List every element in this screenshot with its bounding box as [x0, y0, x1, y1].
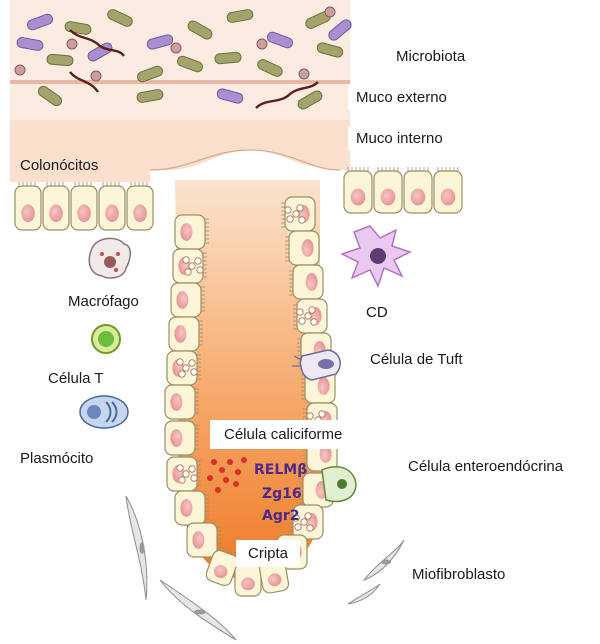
granule [241, 457, 247, 463]
granule [223, 477, 229, 483]
goblet-cell [167, 457, 201, 491]
epithelial-cell [99, 182, 125, 230]
epithelial-cell [71, 182, 97, 230]
outer-mucus-label: Muco externo [348, 86, 455, 109]
epithelial-cell [171, 283, 205, 317]
myofibroblast-label: Miofibroblasto [412, 566, 505, 583]
goblet-cell [281, 197, 315, 231]
epithelial-cell [289, 265, 323, 299]
coccus [325, 7, 335, 17]
coccus [67, 39, 77, 49]
coccus [15, 65, 25, 75]
plasma-cell-label: Plasmócito [20, 450, 93, 467]
dendritic-cell-icon [342, 226, 410, 286]
t-cell-label: Célula T [48, 370, 104, 387]
bacterium [47, 54, 74, 66]
molecule-relmb: RELMβ [254, 462, 307, 478]
dendritic-cell-label: CD [366, 304, 388, 321]
epithelial-cell [169, 317, 203, 351]
goblet-cell-label: Célula caliciforme [210, 420, 356, 449]
enteroendocrine-cell-icon [322, 467, 356, 502]
coccus [257, 39, 267, 49]
microbiota-label: Microbiota [396, 48, 465, 65]
coccus [171, 43, 181, 53]
plasma-cell-icon [80, 396, 128, 428]
granule [233, 481, 239, 487]
epithelial-cell [43, 182, 69, 230]
t-cell-icon [92, 325, 120, 353]
epithelial-cell [285, 231, 319, 265]
epithelial-cell [175, 215, 209, 249]
crypt-label: Cripta [236, 540, 300, 567]
granule [219, 467, 225, 473]
epithelial-cell [434, 167, 462, 213]
goblet-cell [173, 249, 207, 283]
goblet-cell [167, 351, 201, 385]
coccus [91, 71, 101, 81]
macrophage-icon [89, 238, 130, 278]
granule [227, 459, 233, 465]
epithelial-cell [344, 167, 372, 213]
colonocytes-label: Colonócitos [20, 157, 98, 174]
epithelial-cell [165, 421, 199, 455]
enteroendocrine-cell-label: Célula enteroendócrina [408, 458, 563, 475]
epithelial-cell [165, 385, 199, 419]
molecule-zg16: Zg16 [262, 486, 302, 502]
epithelial-cell [374, 167, 402, 213]
coccus [299, 69, 309, 79]
tuft-cell-label: Célula de Tuft [370, 351, 463, 368]
bacterium [215, 52, 242, 64]
epithelial-cell [127, 182, 153, 230]
inner-mucus-label: Muco interno [348, 127, 451, 150]
epithelial-cell [404, 167, 432, 213]
epithelial-cell [175, 491, 209, 525]
macrophage-label: Macrófago [68, 293, 139, 310]
granule [207, 475, 213, 481]
granule [211, 459, 217, 465]
goblet-cell [293, 299, 327, 333]
epithelial-cell [15, 182, 41, 230]
granule [235, 469, 241, 475]
granule [215, 487, 221, 493]
molecule-agr2: Agr2 [262, 508, 300, 524]
